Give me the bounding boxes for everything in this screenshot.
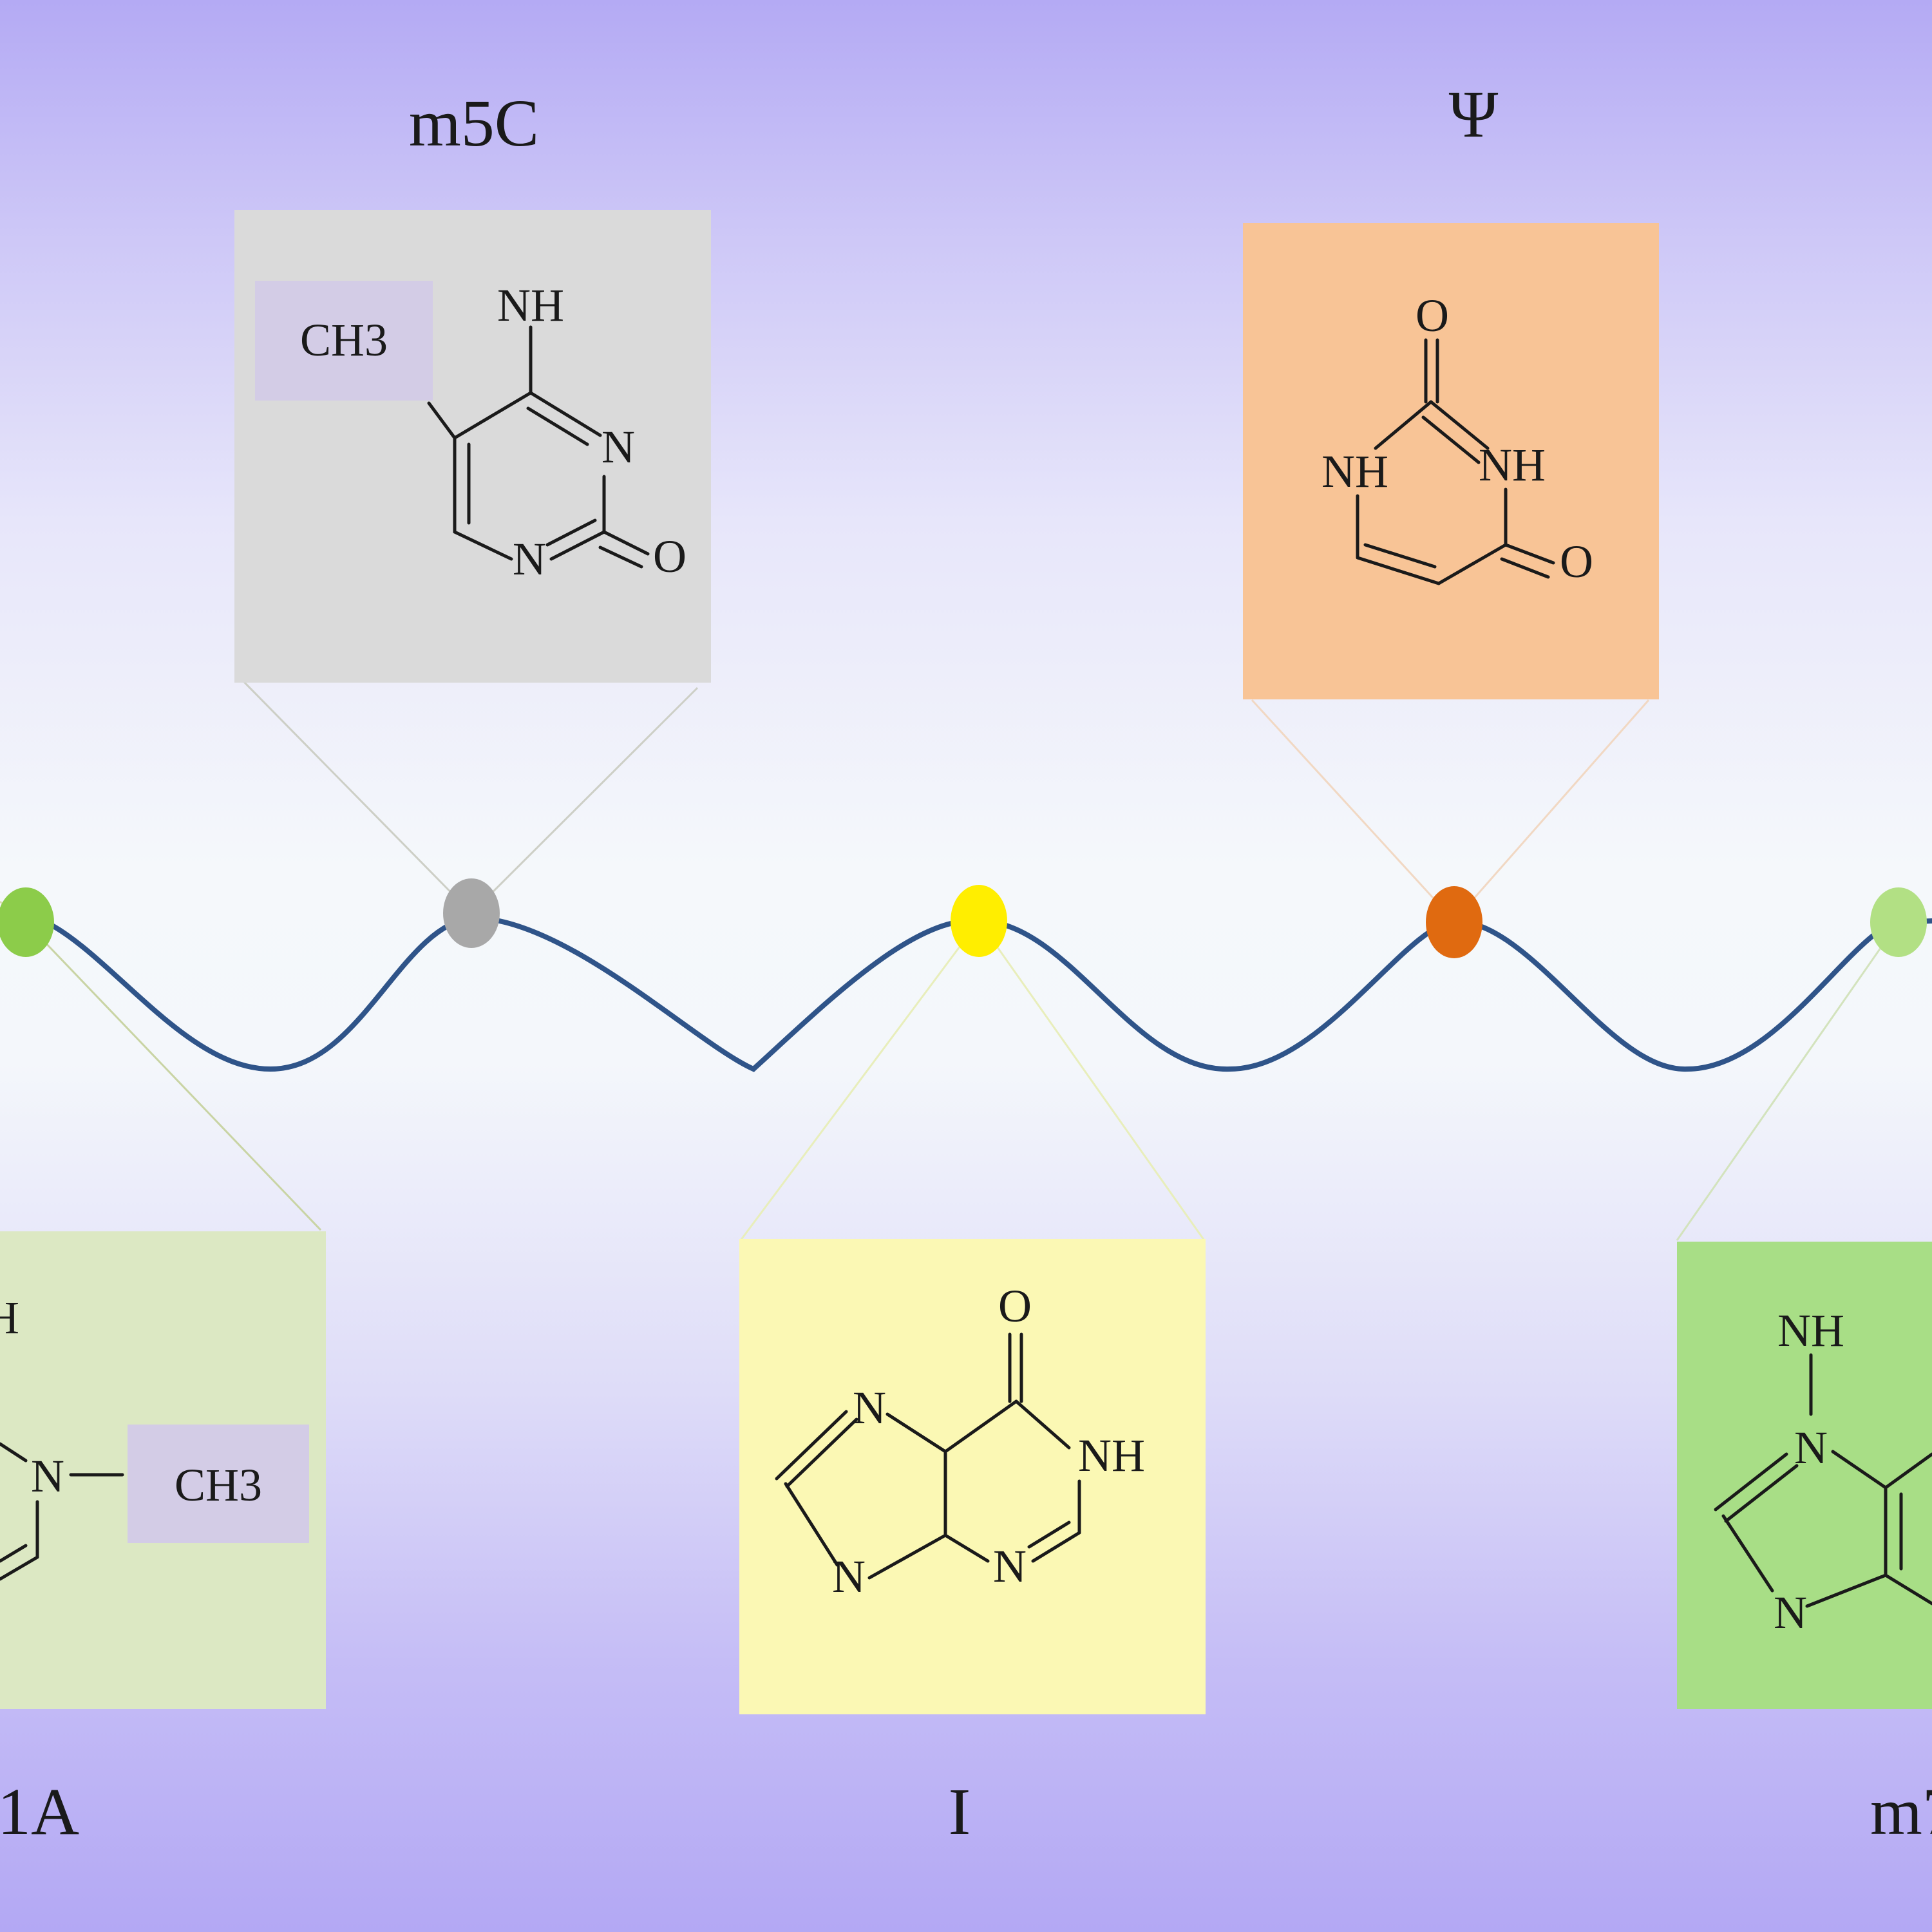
m7g-bond xyxy=(1724,1464,1799,1523)
m5c-bond xyxy=(526,406,589,446)
m7g-connector-left xyxy=(1676,922,1900,1241)
m7g-box xyxy=(1677,1242,1932,1709)
psi-o-atom: O xyxy=(1560,536,1593,587)
m5c-bond xyxy=(529,391,602,437)
psi-bond xyxy=(1374,400,1433,450)
m1a-structure-box: H N CH3 xyxy=(0,1231,326,1709)
m7g-node xyxy=(1870,887,1927,957)
nodes xyxy=(0,878,1927,958)
psi-bond xyxy=(1437,543,1508,585)
m1a-label: 1A xyxy=(0,1775,79,1849)
i-nh-atom: NH xyxy=(1078,1430,1145,1481)
psi-bond xyxy=(1500,557,1550,579)
psi-node xyxy=(1426,886,1482,958)
m5c-bond xyxy=(549,530,606,561)
i-bond xyxy=(943,1533,990,1563)
i-connector-right xyxy=(978,920,1206,1241)
m5c-connector-left xyxy=(242,680,473,914)
i-bond xyxy=(1014,1399,1071,1450)
i-bond xyxy=(886,1412,947,1454)
m5c-bond xyxy=(545,518,597,547)
psi-connector-right xyxy=(1453,699,1650,922)
i-n-atom: N xyxy=(853,1382,886,1434)
psi-label: Ψ xyxy=(1449,77,1499,151)
m1a-bond xyxy=(0,1544,28,1563)
psi-connector-left xyxy=(1251,699,1455,922)
m1a-n-atom: N xyxy=(31,1450,64,1502)
m1a-node xyxy=(0,887,54,957)
m5c-ch3-tag xyxy=(255,281,433,401)
i-bond xyxy=(867,1533,947,1580)
modification-labels: 1A m5C I Ψ m7 xyxy=(0,77,1932,1849)
m7g-nh-atom: NH xyxy=(1777,1305,1844,1356)
psi-bond xyxy=(1429,400,1490,450)
m5c-label: m5C xyxy=(409,86,539,160)
psi-o-atom: O xyxy=(1416,290,1449,341)
psi-nh-atom: NH xyxy=(1479,439,1546,491)
m1a-ch3-label: CH3 xyxy=(175,1459,262,1511)
m5c-nh-atom: NH xyxy=(497,279,564,331)
i-bond xyxy=(1031,1531,1081,1563)
m7g-label: m7 xyxy=(1870,1775,1932,1849)
i-connector-left xyxy=(739,920,980,1241)
m7g-bond xyxy=(1714,1452,1788,1511)
m1a-bond xyxy=(0,1555,39,1581)
m5c-bond xyxy=(453,391,533,440)
psi-bond xyxy=(1421,415,1481,464)
psi-bond xyxy=(1356,556,1441,585)
m5c-ch3-label: CH3 xyxy=(300,314,388,366)
m1a-ch3-tag xyxy=(128,1425,309,1543)
m1a-bond xyxy=(0,1442,28,1463)
m7g-n-atom: N xyxy=(1794,1422,1828,1473)
m7g-bond xyxy=(1721,1514,1774,1593)
psi-bond xyxy=(1363,543,1437,569)
i-box xyxy=(739,1239,1206,1714)
m7g-bond xyxy=(1884,1452,1932,1490)
i-n-atom: N xyxy=(993,1540,1027,1592)
m1a-connector-right xyxy=(24,921,322,1231)
m5c-bond xyxy=(598,545,643,569)
i-bond xyxy=(775,1410,848,1481)
m7g-bond xyxy=(1831,1450,1888,1490)
m7g-structure-box: NH N N xyxy=(1677,1242,1932,1709)
psi-bond xyxy=(1504,543,1555,565)
i-bond xyxy=(785,1417,858,1488)
connector-lines xyxy=(0,680,1900,1241)
i-node xyxy=(951,885,1007,957)
i-bond xyxy=(784,1482,839,1567)
m5c-bond xyxy=(453,530,513,561)
m5c-n-atom: N xyxy=(513,533,546,585)
psi-structure-box: O NH NH O xyxy=(1243,223,1659,699)
psi-box xyxy=(1243,223,1659,699)
m5c-n-atom: N xyxy=(601,421,635,473)
m5c-structure-box: CH3 NH N N O xyxy=(234,210,711,683)
m1a-nh-atom: H xyxy=(0,1292,19,1343)
psi-nh-atom: NH xyxy=(1321,446,1388,497)
m7g-bond xyxy=(1805,1573,1888,1608)
i-n-atom: N xyxy=(832,1551,866,1602)
i-structure-box: O N NH N N xyxy=(739,1239,1206,1714)
i-bond xyxy=(1027,1520,1071,1549)
m7g-n-atom: N xyxy=(1774,1587,1807,1638)
i-label: I xyxy=(949,1775,971,1849)
m7g-bond xyxy=(1884,1573,1932,1605)
m5c-bond xyxy=(602,530,650,556)
m5c-node xyxy=(443,878,500,948)
i-o-atom: O xyxy=(998,1280,1032,1332)
m5c-bond xyxy=(427,401,457,440)
i-bond xyxy=(943,1399,1018,1454)
m5c-connector-right xyxy=(470,687,699,914)
m5c-o-atom: O xyxy=(653,531,687,582)
